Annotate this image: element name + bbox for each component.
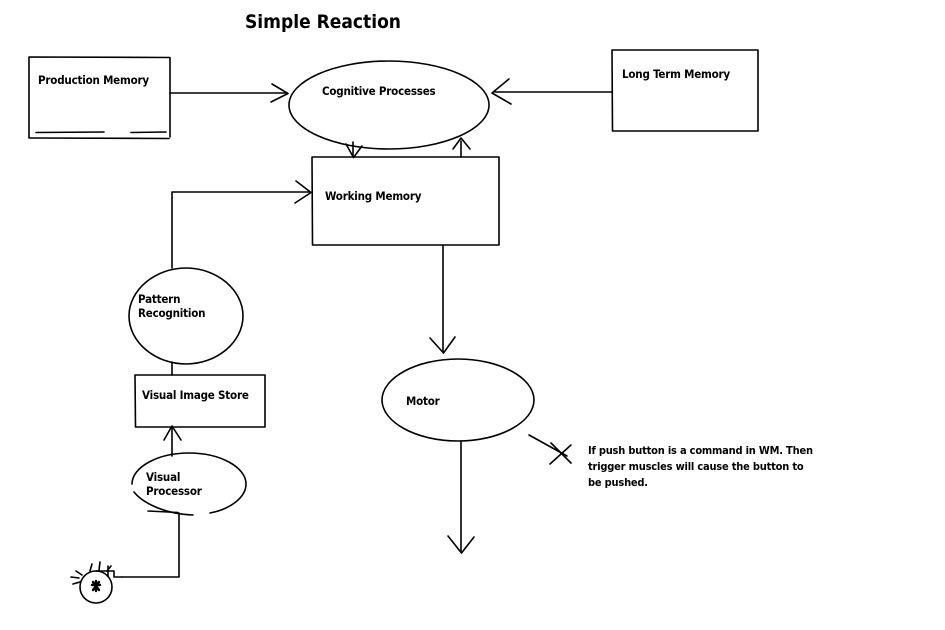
node-pattern-recognition <box>128 267 244 365</box>
node-production-memory <box>28 56 171 140</box>
node-label-motor: Motor <box>406 394 440 408</box>
diagram-title: Simple Reaction <box>245 11 401 33</box>
edge-working-to-cognitive <box>452 137 471 158</box>
node-label-long-term-memory: Long Term Memory <box>622 67 730 81</box>
node-cognitive-processes <box>288 60 490 150</box>
edge-pattern-to-working <box>171 180 312 269</box>
edge-visualprocessor-to-store <box>163 425 182 457</box>
node-long-term-memory <box>611 49 759 132</box>
edge-longterm-to-cognitive <box>491 78 613 105</box>
node-visual-processor <box>131 452 247 516</box>
stimulus-icon <box>70 561 113 604</box>
edge-motor-to-output <box>447 440 475 554</box>
node-label-visual-image-store: Visual Image Store <box>142 388 249 402</box>
edge-motor-to-note <box>528 434 572 465</box>
node-label-pattern-recognition: Pattern Recognition <box>138 292 206 321</box>
annotation-note: If push button is a command in WM. Then … <box>588 444 813 489</box>
node-working-memory <box>311 156 500 246</box>
edge-cognitive-to-working <box>345 141 363 159</box>
node-motor <box>381 358 535 442</box>
edge-production-to-cognitive <box>169 83 289 103</box>
node-label-visual-processor: Visual Processor <box>146 470 202 499</box>
node-label-working-memory: Working Memory <box>325 189 422 203</box>
node-label-cognitive-processes: Cognitive Processes <box>322 84 436 98</box>
edge-stimulus-to-processor <box>95 512 180 578</box>
node-label-production-memory: Production Memory <box>38 73 149 87</box>
node-visual-image-store <box>134 374 266 428</box>
edge-working-to-motor <box>429 244 456 354</box>
